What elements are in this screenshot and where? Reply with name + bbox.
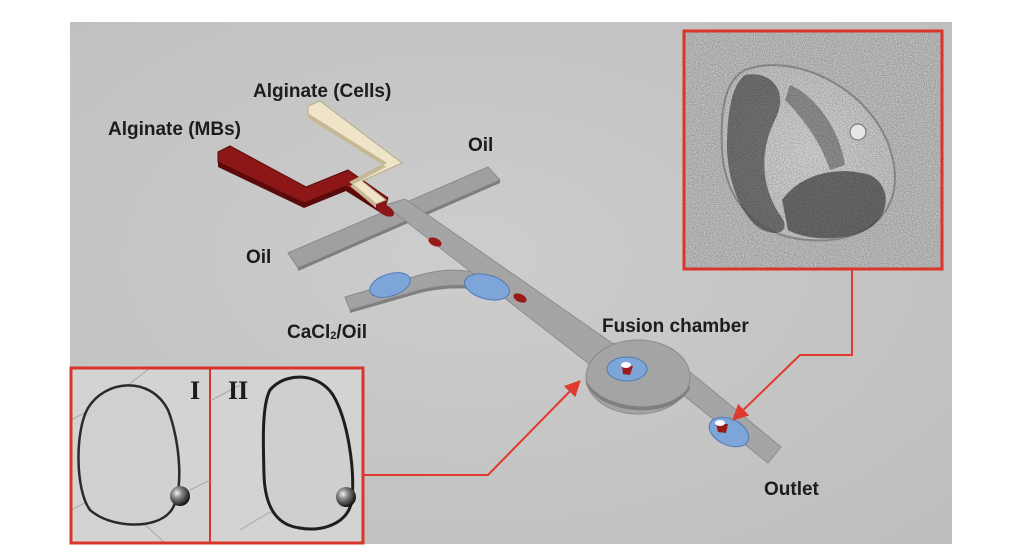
panel-label-ii: II	[228, 376, 248, 405]
microbubble-icon	[849, 123, 867, 141]
panel-label-i: I	[190, 376, 200, 405]
cacl2-droplet	[464, 273, 510, 301]
arrow-to-outlet	[732, 269, 853, 421]
panel-i-microbubble	[170, 486, 190, 506]
panel-i-droplet	[77, 384, 181, 526]
alginate-droplet	[513, 293, 527, 303]
label-oil-left: Oil	[246, 247, 271, 268]
label-fusion-chamber: Fusion chamber	[602, 316, 749, 337]
alginate-droplet	[428, 237, 442, 247]
label-alginate-cells: Alginate (Cells)	[253, 81, 391, 102]
micrograph-inset-top	[682, 29, 944, 271]
label-cacl2-oil: CaCl2/Oil	[287, 322, 367, 343]
label-oil-top: Oil	[468, 135, 493, 156]
label-alginate-mbs: Alginate (MBs)	[108, 119, 241, 140]
label-outlet: Outlet	[764, 479, 820, 500]
cacl2-droplet	[369, 272, 411, 298]
micrograph-inset-bottom: I II	[69, 366, 365, 545]
panel-ii-droplet	[261, 375, 355, 531]
panel-ii-microbubble	[336, 487, 356, 507]
arrow-to-fusion-chamber	[363, 380, 581, 476]
